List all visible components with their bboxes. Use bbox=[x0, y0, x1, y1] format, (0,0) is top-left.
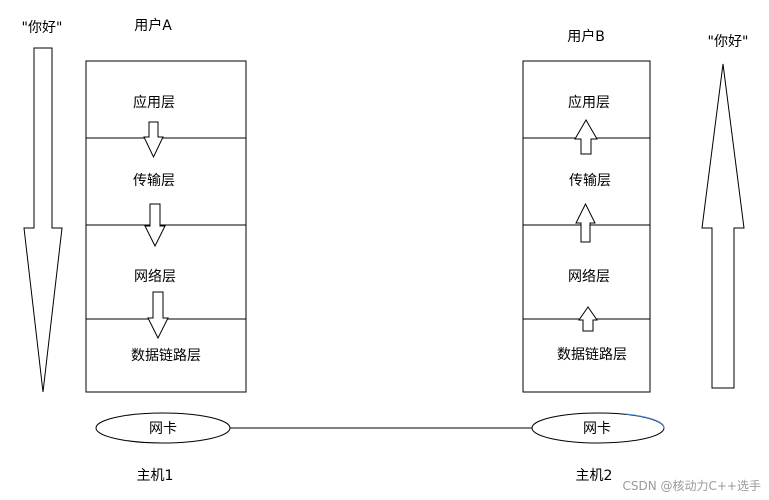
left-message-label: "你好" bbox=[21, 20, 63, 36]
right-layer-application: 应用层 bbox=[568, 95, 610, 111]
left-host-label: 主机1 bbox=[136, 468, 174, 484]
right-layer-up-arrow bbox=[575, 202, 596, 243]
left-layer-down-arrow bbox=[144, 203, 166, 248]
left-user-label: 用户A bbox=[134, 18, 172, 34]
right-layer-up-arrow bbox=[574, 119, 598, 155]
right-host-label: 主机2 bbox=[575, 468, 613, 484]
left-layer-application: 应用层 bbox=[133, 95, 175, 111]
right-layer-datalink: 数据链路层 bbox=[557, 347, 627, 363]
watermark: CSDN @核动力C++选手 bbox=[622, 479, 761, 493]
right-layer-transport: 传输层 bbox=[569, 173, 611, 189]
left-stack-frame bbox=[85, 60, 247, 393]
left-layer-transport: 传输层 bbox=[133, 173, 175, 189]
right-data-flow-up-arrow bbox=[701, 63, 745, 389]
left-nic-ellipse bbox=[95, 412, 231, 444]
right-layer-up-arrow bbox=[578, 306, 598, 332]
left-layer-datalink: 数据链路层 bbox=[131, 348, 201, 364]
right-user-label: 用户B bbox=[567, 29, 605, 45]
left-layer-down-arrow bbox=[147, 291, 169, 340]
left-nic-label: 网卡 bbox=[149, 421, 177, 437]
right-nic-highlight bbox=[625, 413, 665, 429]
right-message-label: "你好" bbox=[707, 34, 749, 50]
left-layer-down-arrow bbox=[143, 121, 164, 159]
right-layer-network: 网络层 bbox=[568, 269, 610, 285]
left-data-flow-down-arrow bbox=[23, 47, 63, 393]
left-layer-network: 网络层 bbox=[134, 269, 176, 285]
right-nic-label: 网卡 bbox=[583, 421, 611, 437]
